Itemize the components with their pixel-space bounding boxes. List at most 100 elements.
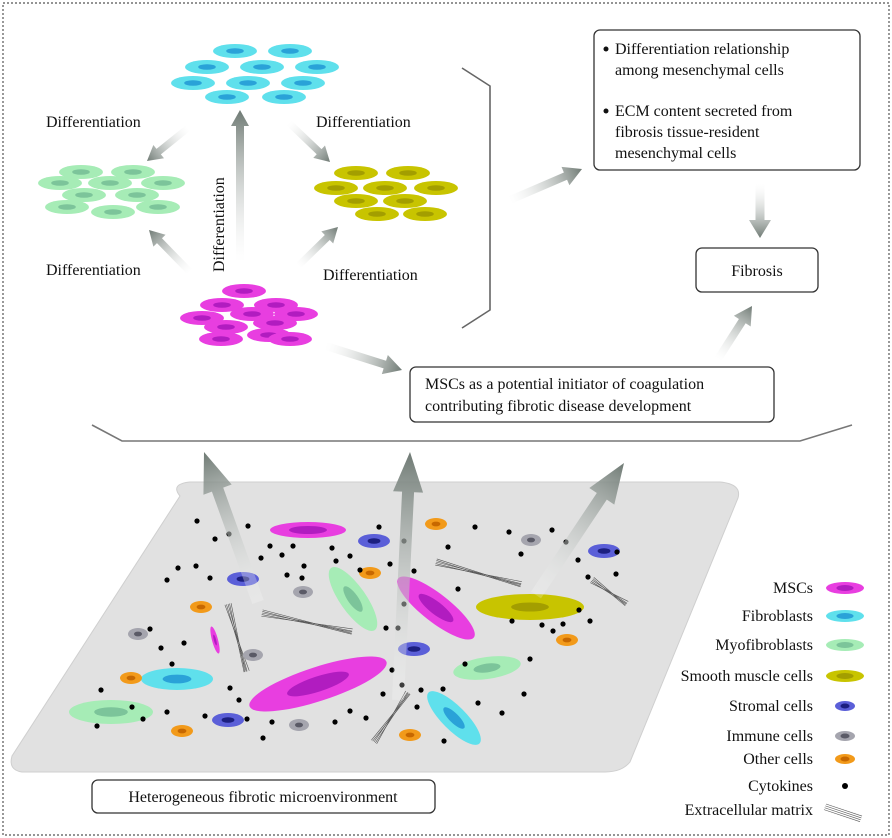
cytokine-dot [236, 697, 242, 703]
legend-item: Extracellular matrix [685, 802, 863, 822]
cytokine-dot [194, 518, 200, 524]
cytokine-dot [455, 586, 461, 592]
legend-swatch [842, 783, 848, 789]
myofibroblast-cluster [38, 165, 185, 219]
arrow-to-smooth-bottom [295, 227, 338, 269]
smooth-muscle-cell [414, 181, 458, 195]
cytokine-dot [441, 738, 447, 744]
cytokine-dot [207, 575, 213, 581]
smooth-muscle-cell [383, 194, 427, 208]
cytokine-dot [383, 625, 389, 631]
tissue-cell [397, 576, 475, 640]
big-arrow-center [392, 452, 424, 701]
fibroblast-cell [281, 76, 325, 90]
legend-item: Cytokines [748, 778, 848, 795]
ecm-fiber [224, 603, 250, 673]
cytokine-dot [462, 661, 468, 667]
cytokine-dot [418, 687, 424, 693]
ecm-fiber [590, 577, 629, 607]
legend-item: MSCs [773, 580, 864, 597]
myofibroblast-cell [59, 165, 103, 179]
legend-swatch [835, 731, 855, 741]
cytokine-dot [279, 552, 285, 558]
cytokine-dot [389, 667, 395, 673]
cytokine-dot [129, 704, 135, 710]
smooth-muscle-cell [314, 181, 358, 195]
label-diff-vertical: Differentiation [211, 177, 228, 272]
cytokine-dot [527, 656, 533, 662]
tissue-cell [190, 601, 212, 613]
tissue-cell [556, 634, 578, 646]
cytokine-dot [164, 577, 170, 583]
fibroblast-cluster [171, 44, 339, 104]
cytokine-dot [301, 563, 307, 569]
label-diff-top-right: Differentiation [316, 114, 411, 131]
fibroblast-cell [268, 44, 312, 58]
cytokine-dot [414, 704, 420, 710]
tissue-cell [293, 586, 313, 598]
legend-swatch [835, 701, 855, 711]
tissue-cell [243, 649, 263, 661]
cytokine-dot [560, 621, 566, 627]
tissue-cell [270, 522, 346, 538]
cytokine-dot [475, 700, 481, 706]
myofibroblast-cell [62, 188, 106, 202]
myofibroblast-cell [88, 176, 132, 190]
tissue-cell [328, 566, 378, 632]
legend-swatch [823, 803, 863, 822]
legend-swatch [826, 670, 864, 682]
label-diff-top-left: Differentiation [46, 114, 141, 131]
msc-box-line-1: MSCs as a potential initiator of coagula… [425, 376, 704, 393]
smooth-muscle-cell [355, 207, 399, 221]
cytokine-dot [169, 661, 175, 667]
tissue-cell [120, 672, 142, 684]
cytokine-dot [258, 555, 264, 561]
fibroblast-cell [240, 60, 284, 74]
cytokine-dot [587, 618, 593, 624]
cytokine-dot [347, 553, 353, 559]
info-bullet-1-line-2: among mesenchymal cells [615, 62, 784, 79]
cytokine-dot [549, 527, 555, 533]
tissue-cell [69, 700, 153, 724]
arrow-to-smooth-top [286, 120, 330, 162]
legend-item: Myofibroblasts [715, 637, 864, 654]
arrow-msc-to-box [324, 342, 402, 375]
cytokine-dot [332, 719, 338, 725]
arrow-to-myofibroblasts-top [146, 125, 191, 162]
arrow-to-info-box [508, 166, 583, 204]
msc-initiator-box [409, 366, 775, 423]
msc-cell [222, 284, 266, 298]
legend-label: Cytokines [748, 778, 813, 795]
info-box [593, 29, 861, 171]
tissue-cell [359, 567, 381, 579]
arrow-to-fibroblasts [231, 110, 249, 262]
cytokine-dot [613, 571, 619, 577]
smooth-muscle-cell [363, 181, 407, 195]
legend-item: Stromal cells [729, 698, 855, 715]
info-bullet-2-line-3: mesenchymal cells [615, 145, 736, 162]
cytokine-dot [509, 618, 515, 624]
cytokine-dot [357, 567, 363, 573]
cytokine-dot [387, 561, 393, 567]
cytokine-dot [245, 523, 251, 529]
smooth-muscle-cell [334, 166, 378, 180]
cytokine-dot [299, 575, 305, 581]
cytokine-dot [411, 568, 417, 574]
myofibroblast-cell [45, 200, 89, 214]
fibrosis-box [695, 247, 819, 293]
msc-cell [204, 320, 248, 334]
cytokine-dot [94, 723, 100, 729]
tissue-cell [358, 534, 390, 548]
big-upward-arrows [203, 451, 624, 701]
legend-label: Other cells [743, 751, 813, 768]
myofibroblast-cell [115, 188, 159, 202]
cytokine-dot [499, 710, 505, 716]
cytokine-dot [193, 563, 199, 569]
tissue-cytokines [94, 518, 620, 744]
microenvironment-label: Heterogeneous fibrotic microenvironment [128, 789, 398, 806]
fibroblast-cell [295, 60, 339, 74]
tissue-cell [210, 626, 220, 654]
myofibroblast-cell [38, 176, 82, 190]
